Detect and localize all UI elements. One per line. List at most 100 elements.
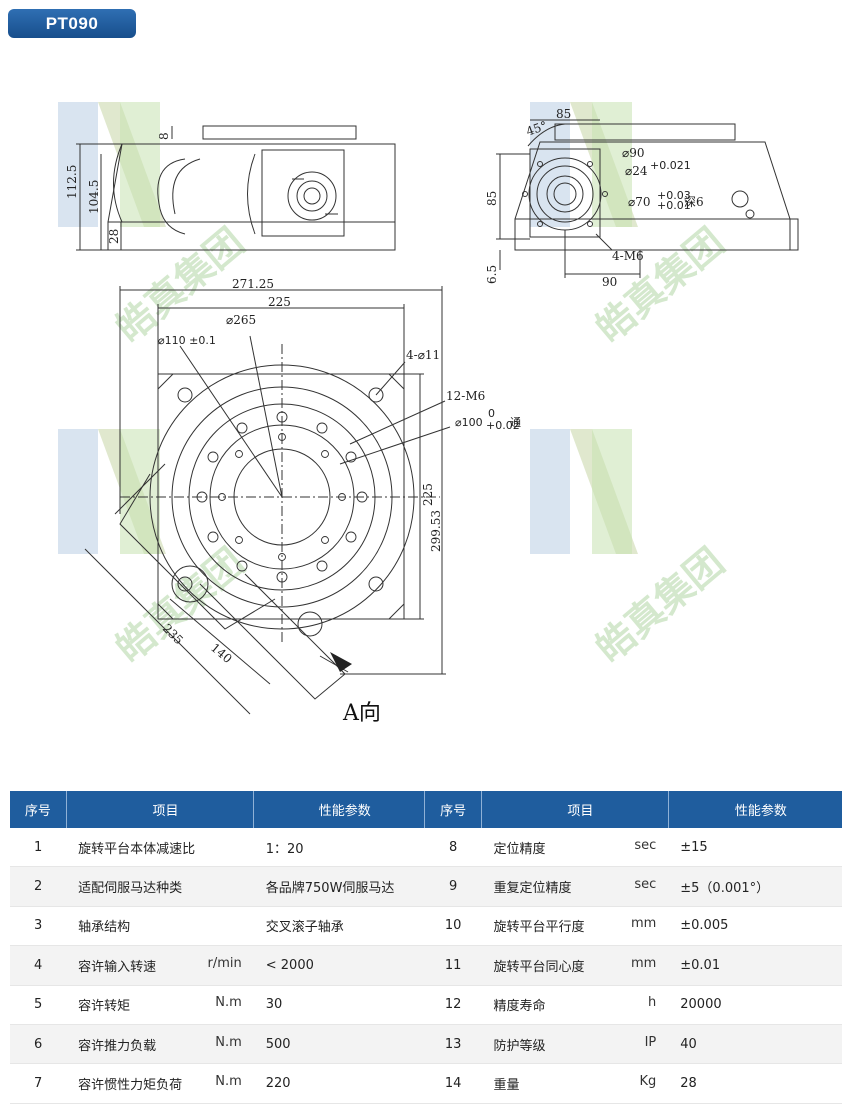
dim-depth-6: 深6	[684, 195, 704, 209]
dim-dia-100-tol-upper: 0	[488, 407, 495, 420]
dim-8: 8	[157, 132, 171, 140]
watermark-logo-1	[58, 102, 166, 227]
row-value: ±0.005	[668, 906, 842, 947]
dim-dia-110: ⌀110 ±0.1	[158, 334, 216, 347]
plan-view	[84, 286, 451, 715]
dim-dia-100: ⌀100	[455, 416, 483, 429]
item-label: 容许惯性力矩负荷	[78, 1078, 183, 1094]
header-value-1: 性能参数	[253, 791, 426, 828]
item-unit: N.m	[215, 1034, 242, 1050]
row-no: 8	[424, 828, 482, 868]
header-item-2: 项目	[481, 791, 669, 828]
row-no: 7	[10, 1063, 67, 1104]
dim-6-5: 6.5	[485, 265, 499, 284]
row-no: 4	[10, 945, 67, 986]
item-unit: h	[648, 995, 657, 1011]
row-value: 28	[668, 1063, 842, 1104]
item-unit: N.m	[215, 995, 242, 1011]
row-no: 3	[10, 906, 67, 947]
row-item: 容许推力负载 N.m	[66, 1024, 254, 1065]
row-item: 轴承结构	[66, 906, 254, 947]
row-value: 500	[253, 1024, 425, 1065]
watermark-logo-2	[530, 102, 638, 227]
spec-header-row: 序号 项目 性能参数 序号 项目 性能参数	[10, 791, 842, 828]
dim-dia-90: ⌀90	[622, 146, 645, 160]
drawing-svg: 皓真集团 皓真集团 皓真集团 皓真集团 112.5 104.5 28 8	[58, 102, 799, 726]
item-label: 容许输入转速	[78, 959, 157, 975]
row-value: 220	[253, 1063, 425, 1104]
row-item: 旋转平台本体减速比	[66, 828, 254, 868]
row-item: 重复定位精度 sec	[481, 866, 669, 907]
watermark-text-1: 皓真集团	[108, 219, 253, 350]
model-badge: PT090	[8, 9, 136, 38]
dim-104-5: 104.5	[87, 180, 101, 214]
item-label: 旋转平台本体减速比	[78, 841, 196, 857]
item-label: 容许转矩	[78, 999, 131, 1015]
row-value: ±0.01	[668, 945, 842, 986]
row-value: ±15	[668, 828, 842, 868]
item-unit: IP	[644, 1034, 657, 1050]
header-item-1: 项目	[66, 791, 255, 828]
item-label: 重复定位精度	[493, 881, 572, 897]
dim-140: 140	[208, 641, 235, 666]
header-no-1: 序号	[10, 791, 67, 828]
view-arrow	[330, 652, 352, 672]
dim-299-53: 299.53	[429, 510, 443, 552]
dim-dia-265: ⌀265	[226, 313, 256, 327]
row-item: 容许转矩 N.m	[66, 985, 254, 1025]
row-no: 9	[424, 866, 482, 907]
dim-4-m6: 4-M6	[612, 249, 644, 263]
dim-28: 28	[107, 229, 121, 244]
row-no: 1	[10, 828, 67, 868]
item-unit: N.m	[215, 1074, 242, 1090]
dim-12-m6: 12-M6	[446, 389, 485, 403]
item-label: 定位精度	[493, 841, 546, 857]
row-no: 11	[424, 945, 482, 986]
item-unit: mm	[630, 916, 657, 932]
item-unit: sec	[634, 837, 657, 853]
item-label: 适配伺服马达种类	[78, 881, 183, 897]
row-no: 12	[424, 985, 482, 1025]
row-item: 精度寿命 h	[481, 985, 669, 1025]
item-unit: Kg	[639, 1074, 657, 1090]
item-label: 容许推力负载	[78, 1038, 157, 1054]
row-item: 适配伺服马达种类	[66, 866, 254, 907]
item-unit: sec	[634, 877, 657, 893]
row-value: ±5（0.001°）	[668, 866, 842, 907]
dim-271-25: 271.25	[232, 277, 274, 291]
row-item: 定位精度 sec	[481, 828, 669, 868]
row-no: 13	[424, 1024, 482, 1065]
dim-dia-100-tol-lower: +0.02	[486, 419, 520, 432]
dim-dia-24-tol: +0.021	[650, 159, 691, 172]
row-value: 1：20	[253, 828, 425, 868]
dim-225-top: 225	[268, 295, 291, 309]
item-label: 精度寿命	[493, 999, 546, 1015]
dim-dia-24: ⌀24	[625, 164, 648, 178]
watermark-text-4: 皓真集团	[588, 539, 733, 670]
dim-112-5: 112.5	[65, 165, 79, 199]
item-label: 轴承结构	[78, 920, 131, 936]
row-no: 10	[424, 906, 482, 947]
dim-85-left: 85	[485, 191, 499, 206]
dim-225-side: 225	[421, 483, 435, 506]
model-label: PT090	[45, 13, 99, 33]
dim-85-top: 85	[556, 107, 571, 121]
row-value: 交叉滚子轴承	[253, 906, 425, 947]
row-value: 各品牌750W伺服马达	[253, 866, 425, 907]
dim-4-dia-11: 4-⌀11	[406, 348, 440, 362]
watermark-logo-4	[530, 429, 638, 554]
row-no: 6	[10, 1024, 67, 1065]
view-a-label: A向	[342, 701, 381, 726]
side-view	[76, 125, 396, 251]
header-value-2: 性能参数	[668, 791, 842, 828]
